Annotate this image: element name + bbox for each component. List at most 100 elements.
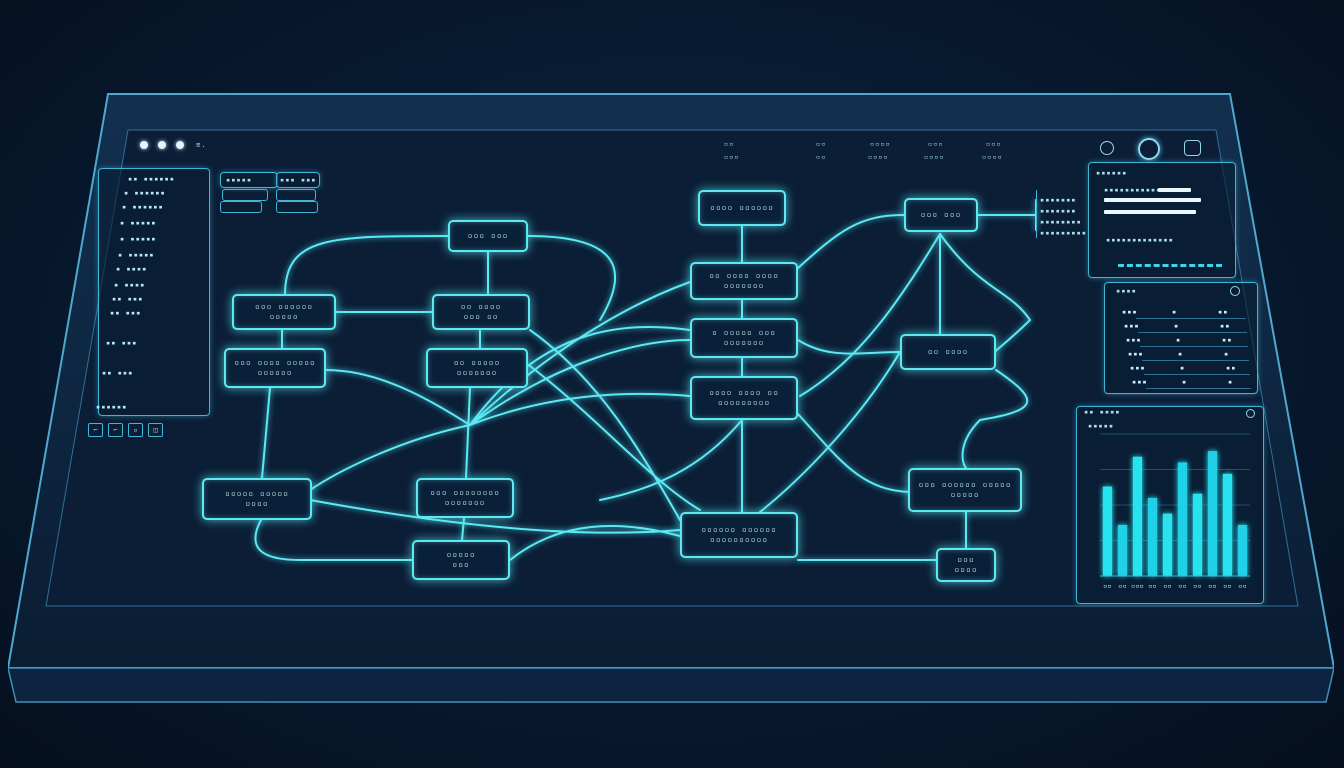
sidebar-item-11[interactable]: ▪▪ ▪▪▪ [106, 339, 138, 347]
header-tab-4-top[interactable]: ▫▫▫ [928, 140, 944, 148]
chart-ylabel: ▪▪▪▪▪ [1088, 422, 1115, 430]
table-row-divider [1144, 374, 1250, 375]
edge [797, 214, 905, 269]
filter-toggle-2[interactable] [276, 189, 316, 201]
filter-toggle-4[interactable] [276, 201, 318, 213]
sidebar-button-3[interactable]: ▫ [128, 423, 143, 437]
chart-bar[interactable] [1117, 524, 1128, 576]
legend-list [1036, 190, 1081, 238]
sidebar-item-7[interactable]: ▪ ▪▪▪▪ [116, 265, 148, 273]
header-tab-1-top[interactable]: ▫▫ [724, 140, 735, 148]
table-cell-status: ▪ [1180, 364, 1186, 372]
flow-node-7[interactable]: ▫▫▫ ▫▫▫▫▫▫▫▫ ▫▫▫▫▫▫▫ [416, 478, 514, 518]
sidebar-button-4[interactable]: ◫ [148, 423, 163, 437]
sidebar-button-2[interactable]: ⌐ [108, 423, 123, 437]
flow-node-15-label: ▫▫ ▫▫▫▫ [927, 347, 969, 356]
table-cell-name: ▪▪▪ [1122, 308, 1138, 316]
header-tab-2-bottom[interactable]: ▫▫ [816, 153, 827, 161]
table-row-divider [1146, 388, 1251, 389]
flow-node-11[interactable]: ▫▫ ▫▫▫▫ ▫▫▫▫ ▫▫▫▫▫▫▫ [690, 262, 798, 300]
flow-node-9[interactable]: ▫▫▫▫ ▫▫▫▫▫▫ [698, 190, 786, 226]
sidebar-item-6[interactable]: ▪ ▪▪▪▪▪ [118, 251, 155, 259]
stats-progress-dashes [1118, 264, 1222, 270]
user-icon[interactable] [1138, 138, 1160, 160]
bell-icon[interactable] [1100, 141, 1114, 155]
flow-node-3[interactable]: ▫▫ ▫▫▫▫ ▫▫▫ ▫▫ [432, 294, 530, 330]
edge [461, 517, 465, 541]
flow-node-12[interactable]: ▫ ▫▫▫▫▫ ▫▫▫ ▫▫▫▫▫▫▫ [690, 318, 798, 358]
flow-node-6[interactable]: ▫▫▫▫▫ ▫▫▫▫▫ ▫▫▫▫ [202, 478, 312, 520]
header-tab-4-bottom[interactable]: ▫▫▫▫ [924, 153, 945, 161]
edge [465, 387, 471, 479]
header-tab-3-top[interactable]: ▫▫▫▫ [870, 140, 891, 148]
header-tab-5-bottom[interactable]: ▫▫▫▫ [982, 153, 1003, 161]
table-cell-name: ▪▪▪ [1132, 378, 1148, 386]
edge [599, 419, 743, 501]
sidebar-item-10[interactable]: ▪▪ ▪▪▪ [110, 309, 142, 317]
chart-bar[interactable] [1177, 462, 1188, 576]
sidebar-item-3[interactable]: ▪ ▪▪▪▪▪▪ [122, 203, 164, 211]
header-tab-3-bottom[interactable]: ▫▫▫▫ [868, 153, 889, 161]
edge [527, 235, 616, 321]
flow-node-2[interactable]: ▫▫▫ ▫▫▫▫▫▫ ▫▫▫▫▫ [232, 294, 336, 330]
sidebar-item-12[interactable]: ▪▪ ▪▪▪ [102, 369, 134, 377]
flow-node-15[interactable]: ▫▫ ▫▫▫▫ [900, 334, 996, 370]
chart-bar[interactable] [1102, 486, 1113, 576]
header-tab-1-bottom[interactable]: ▫▫▫ [724, 153, 740, 161]
flow-node-1[interactable]: ▫▫▫ ▫▫▫ [448, 220, 528, 252]
flow-node-13[interactable]: ▫▫▫▫ ▫▫▫▫ ▫▫ ▫▫▫▫▫▫▫▫▫ [690, 376, 798, 420]
stats-row-3-bar [1104, 210, 1196, 214]
filter-toggle-3[interactable] [220, 201, 262, 213]
chart-bar[interactable] [1207, 451, 1218, 576]
chart-bar[interactable] [1237, 524, 1248, 576]
chart-bar[interactable] [1222, 473, 1233, 576]
table-cell-value: ▪ [1224, 350, 1230, 358]
flow-node-5[interactable]: ▫▫ ▫▫▫▫▫ ▫▫▫▫▫▫▫ [426, 348, 528, 388]
chart-settings-icon[interactable] [1246, 409, 1255, 418]
chart-bar[interactable] [1162, 513, 1173, 576]
sidebar-item-2[interactable]: ▪ ▪▪▪▪▪▪ [124, 189, 166, 197]
chart-tick-label: ▫▫ [1118, 582, 1126, 590]
flow-node-8[interactable]: ▫▫▫▫▫ ▫▫▫ [412, 540, 510, 580]
refresh-icon[interactable] [1230, 286, 1240, 296]
window-minimize-button[interactable] [158, 141, 166, 149]
header-tab-2-top[interactable]: ▫▫ [816, 140, 827, 148]
flow-node-18[interactable]: ▫▫▫ ▫▫▫▫ [936, 548, 996, 582]
sidebar-item-5[interactable]: ▪ ▪▪▪▪▪ [120, 235, 157, 243]
chart-bar[interactable] [1147, 497, 1158, 576]
table-row-divider [1140, 346, 1248, 347]
flow-node-3-label: ▫▫ ▫▫▫▫ ▫▫▫ ▫▫ [460, 302, 502, 321]
table-row-divider [1138, 332, 1247, 333]
flow-node-14[interactable]: ▫▫▫▫▫▫ ▫▫▫▫▫▫ ▫▫▫▫▫▫▫▫▫▫ [680, 512, 798, 558]
sidebar-item-9[interactable]: ▪▪ ▪▪▪ [112, 295, 144, 303]
chart-tick-label: ▫▫ [1148, 582, 1156, 590]
edge [509, 525, 681, 561]
flow-node-4[interactable]: ▫▫▫ ▫▫▫▫ ▫▫▫▫▫ ▫▫▫▫▫▫ [224, 348, 326, 388]
message-icon[interactable] [1184, 140, 1201, 156]
sidebar-item-4[interactable]: ▪ ▪▪▪▪▪ [120, 219, 157, 227]
chart-tick-label: ▫▫▫ [1131, 582, 1144, 590]
edge [261, 387, 271, 479]
chart-tick-label: ▫▫ [1223, 582, 1231, 590]
table-cell-name: ▪▪▪ [1128, 350, 1144, 358]
chart-bar[interactable] [1132, 456, 1143, 576]
flow-node-2-label: ▫▫▫ ▫▫▫▫▫▫ ▫▫▫▫▫ [254, 302, 314, 321]
filter-toggle-1[interactable] [222, 189, 268, 201]
filter-button-2[interactable] [276, 172, 320, 188]
table-cell-status: ▪ [1178, 350, 1184, 358]
edge [469, 325, 691, 426]
edge [469, 281, 691, 426]
flow-node-17[interactable]: ▫▫▫ ▫▫▫▫▫▫ ▫▫▫▫▫ ▫▫▫▫▫ [908, 468, 1022, 512]
header-tab-5-top[interactable]: ▫▫▫ [986, 140, 1002, 148]
stats-row-4-label: ▪▪▪▪▪▪▪▪▪▪▪▪▪ [1106, 236, 1174, 244]
chart-bar[interactable] [1192, 493, 1203, 576]
sidebar-item-8[interactable]: ▪ ▪▪▪▪ [114, 281, 146, 289]
window-maximize-button[interactable] [176, 141, 184, 149]
window-close-button[interactable] [140, 141, 148, 149]
flow-node-10[interactable]: ▫▫▫ ▫▫▫ [904, 198, 978, 232]
sidebar-item-1[interactable]: ▪▪ ▪▪▪▪▪▪ [128, 175, 175, 183]
edge [325, 369, 471, 426]
display-device [8, 92, 1334, 704]
table-row-divider [1136, 318, 1246, 319]
sidebar-button-1[interactable]: ⌐ [88, 423, 103, 437]
